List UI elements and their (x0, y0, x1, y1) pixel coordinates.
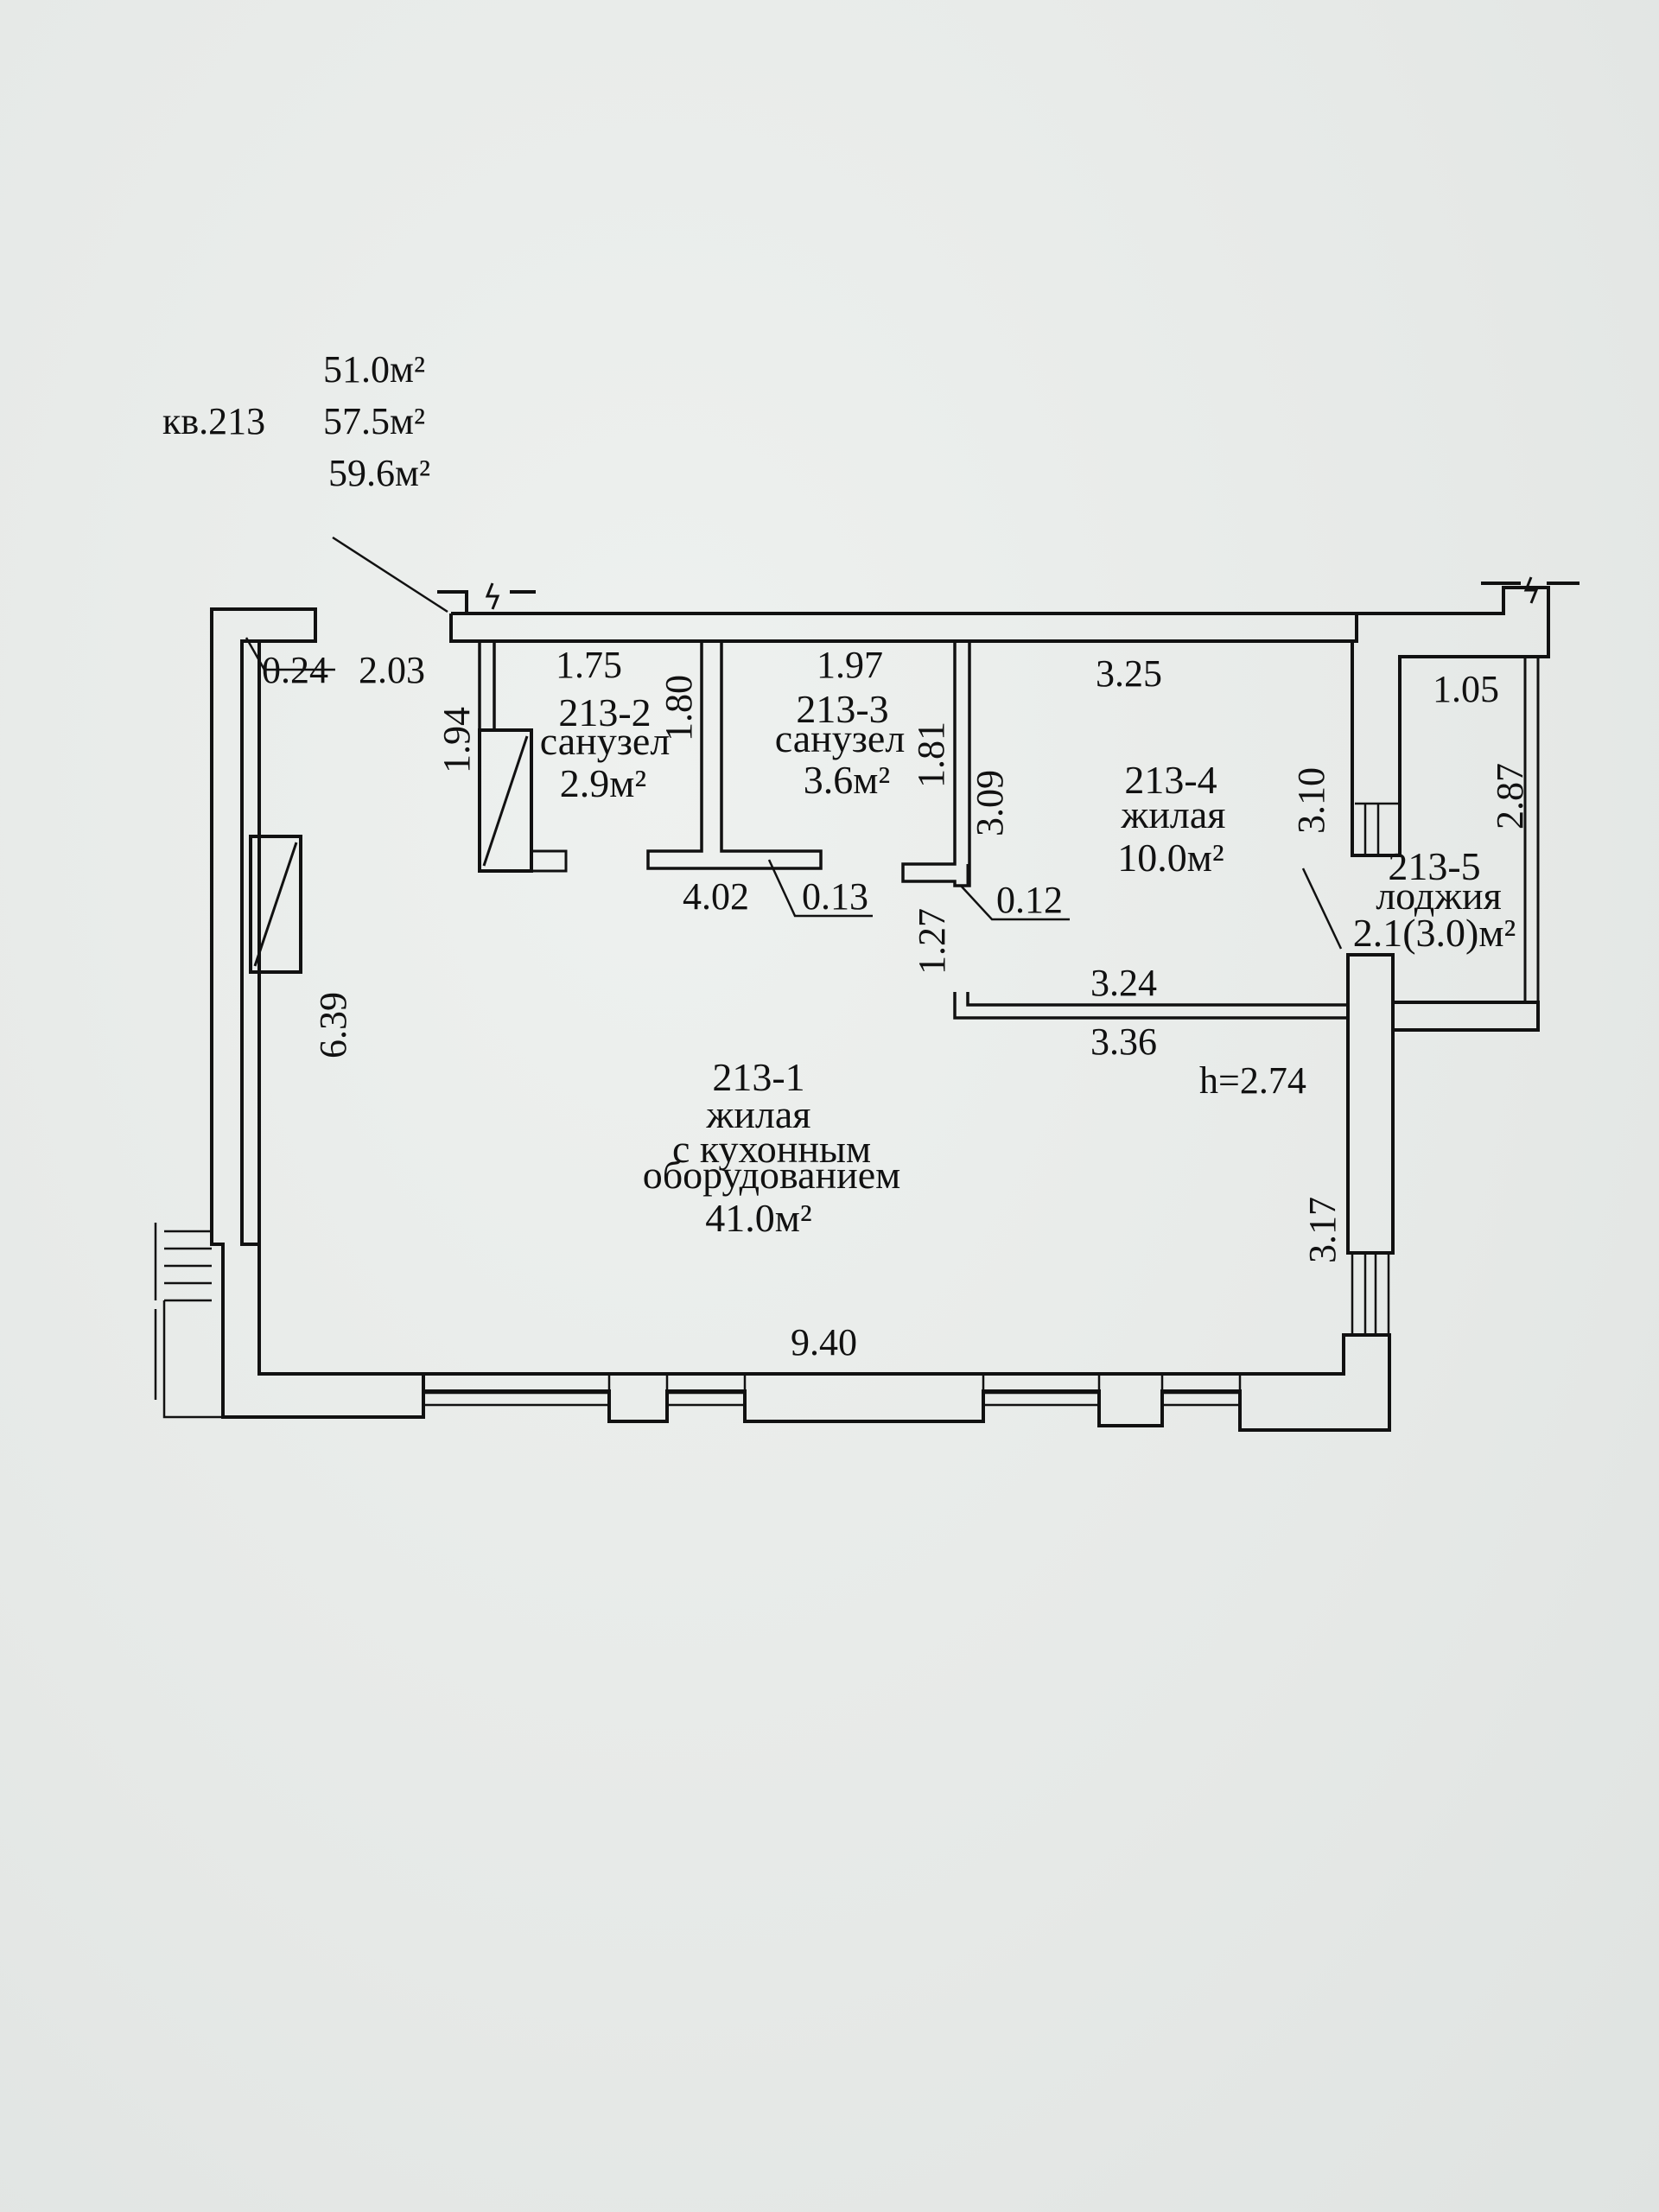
room-213-4-id: 213-4 (1124, 758, 1217, 802)
apartment-label: кв.213 (162, 400, 265, 442)
room-213-1-type: жилая (706, 1092, 811, 1136)
partition-213-2 (478, 641, 496, 732)
room-213-4-area: 10.0м² (1117, 836, 1224, 880)
bottom-wall (423, 1333, 1391, 1432)
left-wall (210, 607, 425, 1419)
dim-9-40: 9.40 (791, 1321, 857, 1363)
room-213-2-id: 213-2 (558, 690, 651, 734)
dim-1-94: 1.94 (435, 707, 478, 773)
room-213-2-type: санузел (540, 719, 671, 763)
dim-3-09: 3.09 (969, 770, 1011, 836)
room-213-3-id: 213-3 (796, 687, 888, 731)
dim-0-12: 0.12 (996, 879, 1063, 921)
room-213-3-area: 3.6м² (804, 758, 890, 802)
dim-3-24: 3.24 (1090, 962, 1157, 1004)
dim-3-17: 3.17 (1301, 1197, 1344, 1263)
dim-3-10: 3.10 (1290, 767, 1332, 834)
right-wall (1346, 953, 1395, 1255)
dim-2-03: 2.03 (359, 649, 425, 691)
dim-1-97: 1.97 (817, 644, 883, 686)
room-213-4-type: жилая (1121, 792, 1226, 836)
room-213-5-area: 2.1(3.0)м² (1353, 911, 1516, 955)
dim-2-87: 2.87 (1489, 763, 1531, 830)
dim-0-13: 0.13 (802, 875, 868, 918)
dim-3-25: 3.25 (1096, 652, 1162, 695)
area-living: 51.0м² (323, 348, 425, 391)
room-213-1-type3: оборудованием (643, 1153, 901, 1197)
dim-4-02: 4.02 (683, 875, 749, 918)
room-213-1-area: 41.0м² (705, 1196, 811, 1240)
room-213-2-area: 2.9м² (560, 761, 646, 805)
area-total: 57.5м² (323, 400, 425, 442)
dim-6-39: 6.39 (312, 992, 354, 1058)
room-213-1-id: 213-1 (712, 1055, 804, 1099)
ceiling-height: h=2.74 (1199, 1059, 1306, 1102)
area-total-with-loggia: 59.6м² (328, 452, 430, 494)
loggia-walls (1393, 1001, 1540, 1032)
room-213-5-type: лоджия (1376, 874, 1502, 918)
kitchen-unit (249, 835, 302, 974)
dim-1-05: 1.05 (1433, 668, 1499, 710)
room-213-5-id: 213-5 (1388, 844, 1480, 888)
room-213-1-type2: с кухонным (672, 1127, 871, 1171)
dim-3-36: 3.36 (1090, 1020, 1157, 1063)
dim-1-75: 1.75 (556, 644, 622, 686)
dim-0-24: 0.24 (262, 649, 328, 691)
room-213-3-type: санузел (775, 716, 906, 760)
dim-1-81: 1.81 (910, 721, 952, 788)
partition-213-4 (953, 992, 1350, 1020)
dim-1-27: 1.27 (911, 908, 953, 975)
dim-1-80: 1.80 (658, 675, 700, 741)
partition-213-2-213-3 (646, 641, 823, 870)
